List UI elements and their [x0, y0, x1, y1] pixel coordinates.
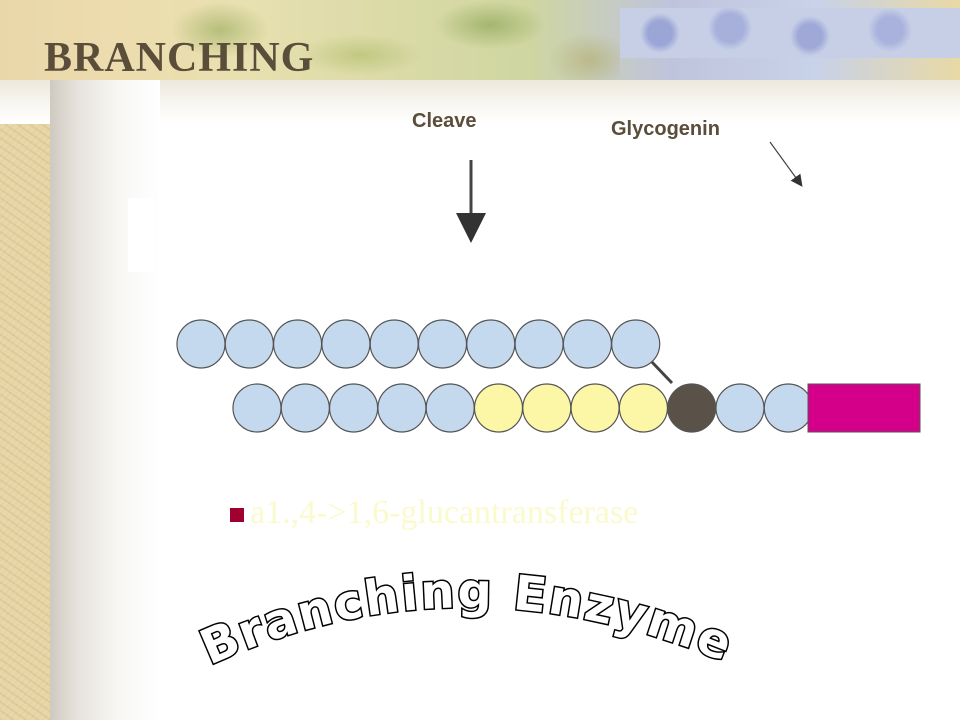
branch-point-unit: [667, 383, 717, 433]
blank-box: [128, 198, 154, 272]
glucose-unit: [369, 319, 419, 369]
glucose-unit: [562, 319, 613, 369]
glucose-unit: [417, 319, 468, 369]
glucose-unit: [611, 319, 661, 369]
glucose-unit: [232, 383, 282, 433]
wordart-banner: Branching Enzyme: [191, 562, 740, 678]
glucose-unit: [377, 383, 427, 433]
yellow-unit: [618, 383, 669, 433]
bullet-item: a1.,4->1,6-glucantransferase: [230, 494, 638, 532]
glucose-unit: [273, 319, 323, 369]
bottom-chain: [232, 383, 813, 433]
glucose-unit: [466, 319, 516, 369]
flower-decoration: [620, 8, 960, 58]
alpha-1-6-linkage: [648, 358, 674, 385]
glycogenin-arrow: [769, 141, 803, 187]
leaf-decoration: [160, 0, 620, 80]
glycogenin-protein: [807, 383, 921, 433]
glucose-unit: [514, 319, 564, 369]
glucose-unit: [224, 319, 274, 369]
glucose-unit: [763, 383, 813, 433]
glucose-unit: [321, 319, 371, 369]
glucose-unit: [176, 319, 226, 369]
glycogenin-label: Glycogenin: [611, 118, 720, 140]
header-shadow: [0, 80, 960, 124]
glucose-unit: [329, 383, 379, 433]
slide-title: BRANCHING: [44, 35, 315, 81]
bullet-marker: [230, 508, 244, 522]
glucose-unit: [715, 383, 765, 433]
yellow-unit: [570, 383, 620, 433]
left-shadow: [50, 80, 160, 720]
svg-text:Branching Enzyme: Branching Enzyme: [192, 563, 740, 676]
bullet-text: a1.,4->1,6-glucantransferase: [250, 494, 639, 531]
cleave-label: Cleave: [412, 110, 477, 132]
banner-text: Branching Enzyme: [191, 562, 740, 678]
top-chain: [176, 319, 661, 369]
glucose-unit: [425, 383, 475, 433]
glucose-unit: [280, 383, 330, 433]
yellow-unit: [522, 383, 572, 433]
yellow-unit: [473, 383, 524, 433]
